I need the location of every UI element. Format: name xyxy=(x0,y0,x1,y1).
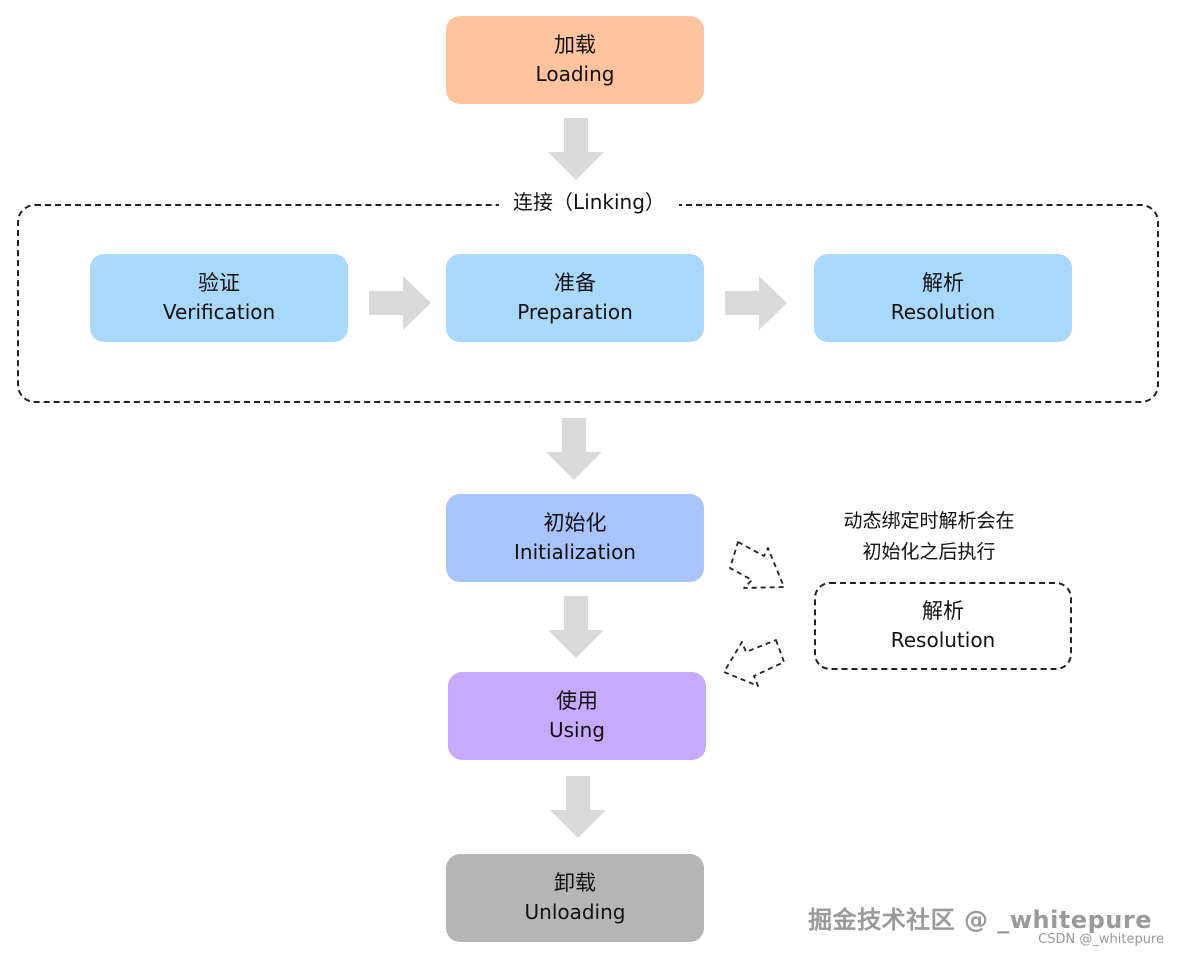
verification-en: Verification xyxy=(162,300,276,324)
dynamic-resolution-en: Resolution xyxy=(890,628,996,652)
arrow-down-linking-initialization xyxy=(546,418,602,480)
verification-cn: 验证 xyxy=(198,271,240,295)
arrow-down-loading-linking xyxy=(548,118,604,180)
loading-cn: 加载 xyxy=(554,33,596,57)
dashed-arrow-to-using xyxy=(723,639,785,687)
dynamic-resolution-box: 解析 Resolution xyxy=(814,582,1072,670)
arrow-right-preparation-resolution xyxy=(725,276,787,330)
resolution-en: Resolution xyxy=(890,300,996,324)
unloading-cn: 卸载 xyxy=(554,871,596,895)
arrow-right-verification-preparation xyxy=(369,276,431,330)
unloading-box: 卸载 Unloading xyxy=(446,854,704,942)
dynamic-resolution-cn: 解析 xyxy=(922,599,964,623)
using-en: Using xyxy=(549,718,605,742)
preparation-box: 准备 Preparation xyxy=(446,254,704,342)
arrow-down-initialization-using xyxy=(548,596,604,658)
note-line-2: 初始化之后执行 xyxy=(862,541,996,563)
initialization-en: Initialization xyxy=(514,540,636,564)
loading-box: 加载 Loading xyxy=(446,16,704,104)
note-line-1: 动态绑定时解析会在 xyxy=(843,510,1015,532)
linking-label-wrap: 连接（Linking） xyxy=(0,187,1178,217)
using-cn: 使用 xyxy=(556,689,598,713)
arrow-down-using-unloading xyxy=(550,776,606,838)
using-box: 使用 Using xyxy=(448,672,706,760)
watermark: 掘金技术社区 @ _whitepure xyxy=(808,906,1152,934)
resolution-cn: 解析 xyxy=(922,271,964,295)
verification-box: 验证 Verification xyxy=(90,254,348,342)
preparation-en: Preparation xyxy=(517,300,633,324)
preparation-cn: 准备 xyxy=(554,271,596,295)
initialization-box: 初始化 Initialization xyxy=(446,494,704,582)
dashed-arrow-to-resolution xyxy=(729,541,785,589)
loading-en: Loading xyxy=(535,62,615,86)
dynamic-binding-note: 动态绑定时解析会在 初始化之后执行 xyxy=(800,506,1058,568)
resolution-box: 解析 Resolution xyxy=(814,254,1072,342)
watermark-small: CSDN @_whitepure xyxy=(1038,932,1164,947)
unloading-en: Unloading xyxy=(524,900,626,924)
linking-label: 连接（Linking） xyxy=(499,187,679,217)
initialization-cn: 初始化 xyxy=(543,511,607,535)
